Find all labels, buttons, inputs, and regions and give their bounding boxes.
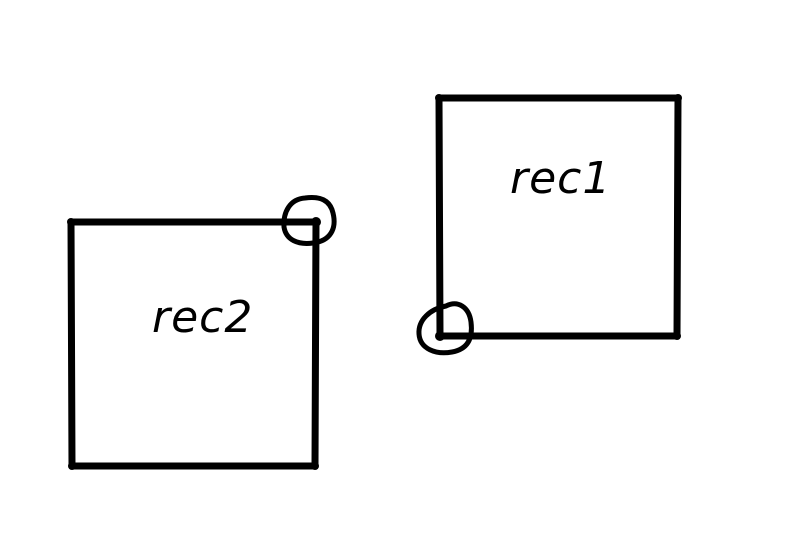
rec1-bottom-left-corner-dot [435, 331, 445, 341]
rec1-corner-circle-marker [416, 301, 474, 356]
rec2-top-left-corner-dot [67, 218, 75, 226]
rec2-bottom-left-corner-dot [68, 462, 76, 470]
rec2-top-right-corner-dot [311, 217, 321, 227]
rec1-outline [435, 94, 682, 340]
rectangle-rec1: rec1 [416, 94, 682, 356]
rec1-top-right-corner-dot [674, 94, 682, 102]
rec1-bottom-right-corner-dot [673, 332, 681, 340]
rec2-bottom-right-corner-dot [311, 462, 319, 470]
rectangle-rec2: rec2 [67, 195, 337, 470]
rec2-corner-circle-marker [281, 195, 337, 246]
rec2-label: rec2 [152, 292, 253, 343]
rec1-top-left-corner-dot [435, 94, 443, 102]
rec2-outline [67, 218, 320, 470]
rec1-label: rec1 [510, 153, 611, 204]
